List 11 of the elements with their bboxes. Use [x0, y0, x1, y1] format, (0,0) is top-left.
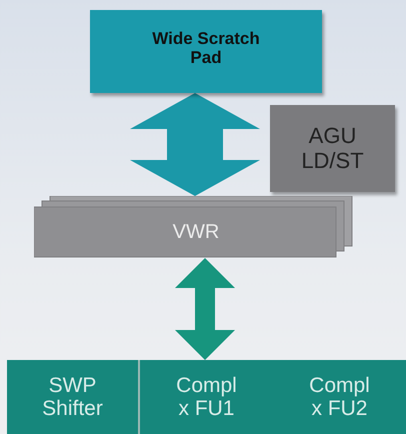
double-arrow — [175, 258, 235, 360]
memory-box — [90, 10, 322, 93]
unit-label: SWP Shifter — [41, 374, 104, 420]
function-unit-bar — [7, 360, 406, 434]
unit-box — [270, 105, 395, 192]
unit-label: Compl x FU2 — [308, 374, 371, 420]
unit-label: Compl x FU1 — [175, 374, 238, 420]
unit-label: Wide Scratch Pad — [151, 30, 261, 68]
unit-label: VWR — [172, 221, 220, 243]
double-arrow — [130, 93, 260, 196]
unit-label: AGU LD/ST — [300, 124, 365, 173]
